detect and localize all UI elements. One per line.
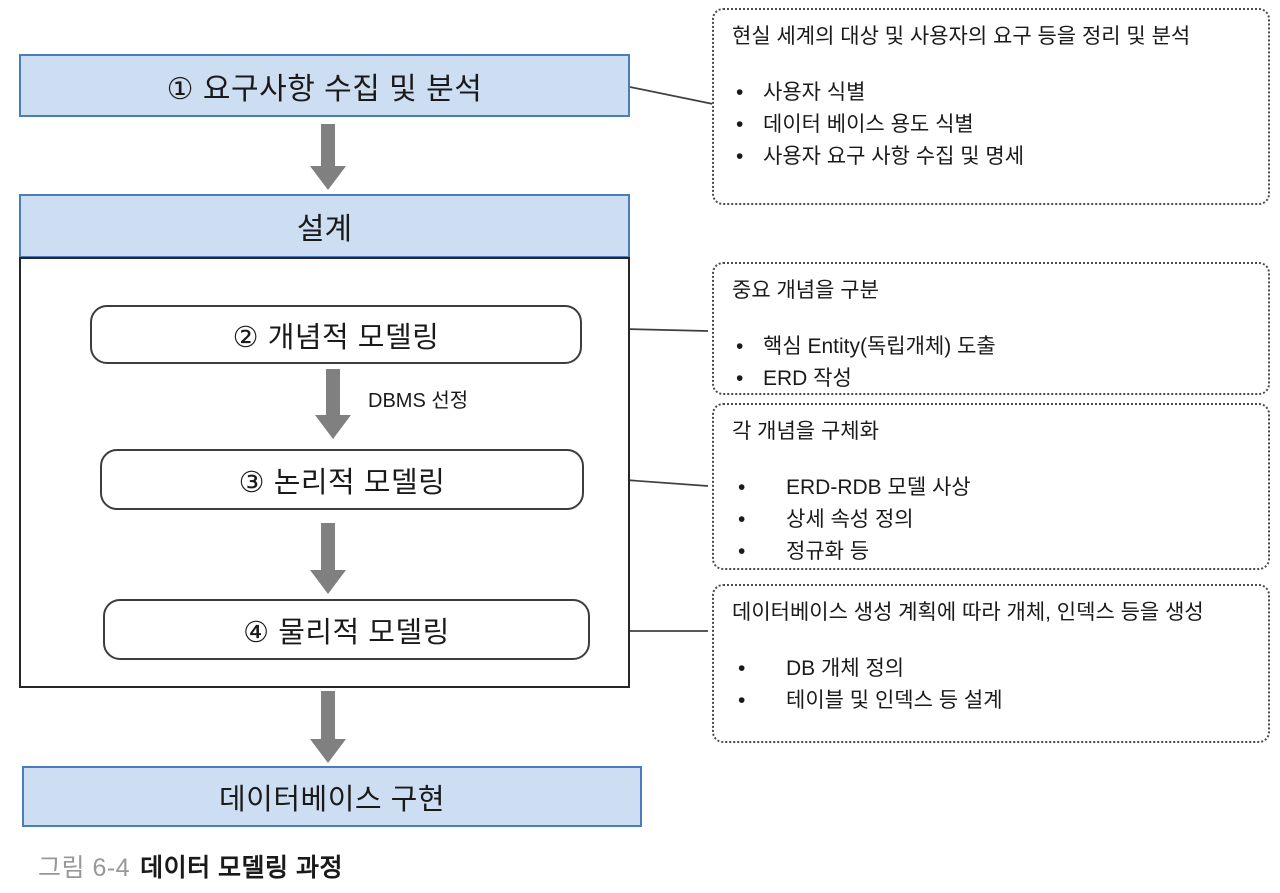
step2-label: ② 개념적 모델링 xyxy=(232,321,440,354)
bullet-item: • 핵심 Entity(독립개체) 도출 xyxy=(732,331,1250,363)
step3-logical-modeling-box: ③ 논리적 모델링 xyxy=(100,449,584,510)
bullet-text: 상세 속성 정의 xyxy=(786,508,914,531)
bullet-icon: • xyxy=(736,113,744,136)
caption-title: 데이터 모델링 과정 xyxy=(140,854,343,882)
implementation-label: 데이터베이스 구현 xyxy=(219,783,445,816)
annotation-intro: 중요 개념을 구분 xyxy=(732,279,879,302)
bullet-item: • 사용자 요구 사항 수집 및 명세 xyxy=(732,141,1250,173)
annotation-intro: 각 개념을 구체화 xyxy=(732,420,879,443)
step4-physical-modeling-box: ④ 물리적 모델링 xyxy=(103,599,590,660)
arrow-stem xyxy=(326,369,340,415)
bullet-icon: • xyxy=(738,689,746,712)
bullet-item: • ERD-RDB 모델 사상 xyxy=(732,472,1250,504)
annotation-intro: 데이터베이스 생성 계획에 따라 개체, 인덱스 등을 생성 xyxy=(732,601,1204,624)
bullet-text: ERD 작성 xyxy=(763,367,852,390)
bullet-item: • 사용자 식별 xyxy=(732,77,1250,109)
caption-number: 그림 6-4 xyxy=(38,854,131,882)
bullet-item: • 상세 속성 정의 xyxy=(732,504,1250,536)
bullet-text: 정규화 등 xyxy=(786,540,870,563)
annotation-logical: 각 개념을 구체화 • ERD-RDB 모델 사상 • 상세 속성 정의 • 정규화 … xyxy=(712,403,1270,570)
bullet-text: 사용자 요구 사항 수집 및 명세 xyxy=(763,145,1025,168)
bullet-text: ERD-RDB 모델 사상 xyxy=(786,476,971,499)
bullet-icon: • xyxy=(738,540,746,563)
bullet-text: 핵심 Entity(독립개체) 도출 xyxy=(763,335,996,358)
bullet-icon: • xyxy=(738,508,746,531)
bullet-icon: • xyxy=(736,81,744,104)
bullet-text: 테이블 및 인덱스 등 설계 xyxy=(786,689,1003,712)
bullet-item: • 정규화 등 xyxy=(732,536,1250,568)
arrow-stem xyxy=(321,691,335,739)
design-header-box: 설계 xyxy=(19,194,630,258)
step3-label: ③ 논리적 모델링 xyxy=(238,466,446,499)
annotation-bullet-list: • 사용자 식별 • 데이터 베이스 용도 식별 • 사용자 요구 사항 수집 및 명… xyxy=(732,77,1250,173)
arrow-down-icon xyxy=(310,691,346,763)
bullet-item: • DB 개체 정의 xyxy=(732,653,1250,685)
database-implementation-box: 데이터베이스 구현 xyxy=(22,766,642,827)
bullet-item: • 데이터 베이스 용도 식별 xyxy=(732,109,1250,141)
arrow-head xyxy=(310,739,346,763)
bullet-text: DB 개체 정의 xyxy=(786,657,905,680)
bullet-icon: • xyxy=(736,367,744,390)
step2-conceptual-modeling-box: ② 개념적 모델링 xyxy=(90,305,582,364)
annotation-bullet-list: • 핵심 Entity(독립개체) 도출 • ERD 작성 xyxy=(732,331,1250,395)
arrow-stem xyxy=(321,124,335,166)
arrow-down-icon xyxy=(310,124,346,190)
annotation-requirements: 현실 세계의 대상 및 사용자의 요구 등을 정리 및 분석 • 사용자 식별 •… xyxy=(712,8,1270,205)
dbms-selection-label: DBMS 선정 xyxy=(368,390,469,412)
arrow-stem xyxy=(321,523,335,570)
bullet-item: • ERD 작성 xyxy=(732,363,1250,395)
arrow-down-icon xyxy=(315,369,351,439)
annotation-bullet-list: • DB 개체 정의 • 테이블 및 인덱스 등 설계 xyxy=(732,653,1250,717)
arrow-head xyxy=(315,415,351,439)
step1-label: ① 요구사항 수집 및 분석 xyxy=(166,72,483,106)
bullet-text: 데이터 베이스 용도 식별 xyxy=(763,113,974,136)
step4-label: ④ 물리적 모델링 xyxy=(243,616,450,649)
design-header-label: 설계 xyxy=(296,213,353,246)
bullet-icon: • xyxy=(738,657,746,680)
bullet-icon: • xyxy=(738,476,746,499)
figure-caption: 그림 6-4 데이터 모델링 과정 xyxy=(38,848,343,884)
annotation-conceptual: 중요 개념을 구분 • 핵심 Entity(독립개체) 도출 • ERD 작성 xyxy=(712,262,1270,395)
annotation-intro: 현실 세계의 대상 및 사용자의 요구 등을 정리 및 분석 xyxy=(732,25,1191,48)
bullet-icon: • xyxy=(736,145,744,168)
annotation-bullet-list: • ERD-RDB 모델 사상 • 상세 속성 정의 • 정규화 등 xyxy=(732,472,1250,568)
bullet-icon: • xyxy=(736,335,744,358)
arrow-head xyxy=(310,166,346,190)
step1-requirements-box: ① 요구사항 수집 및 분석 xyxy=(19,54,630,117)
annotation-physical: 데이터베이스 생성 계획에 따라 개체, 인덱스 등을 생성 • DB 개체 정의… xyxy=(712,584,1270,743)
bullet-item: • 테이블 및 인덱스 등 설계 xyxy=(732,685,1250,717)
bullet-text: 사용자 식별 xyxy=(763,81,866,104)
arrow-down-icon xyxy=(310,523,346,594)
arrow-head xyxy=(310,570,346,594)
